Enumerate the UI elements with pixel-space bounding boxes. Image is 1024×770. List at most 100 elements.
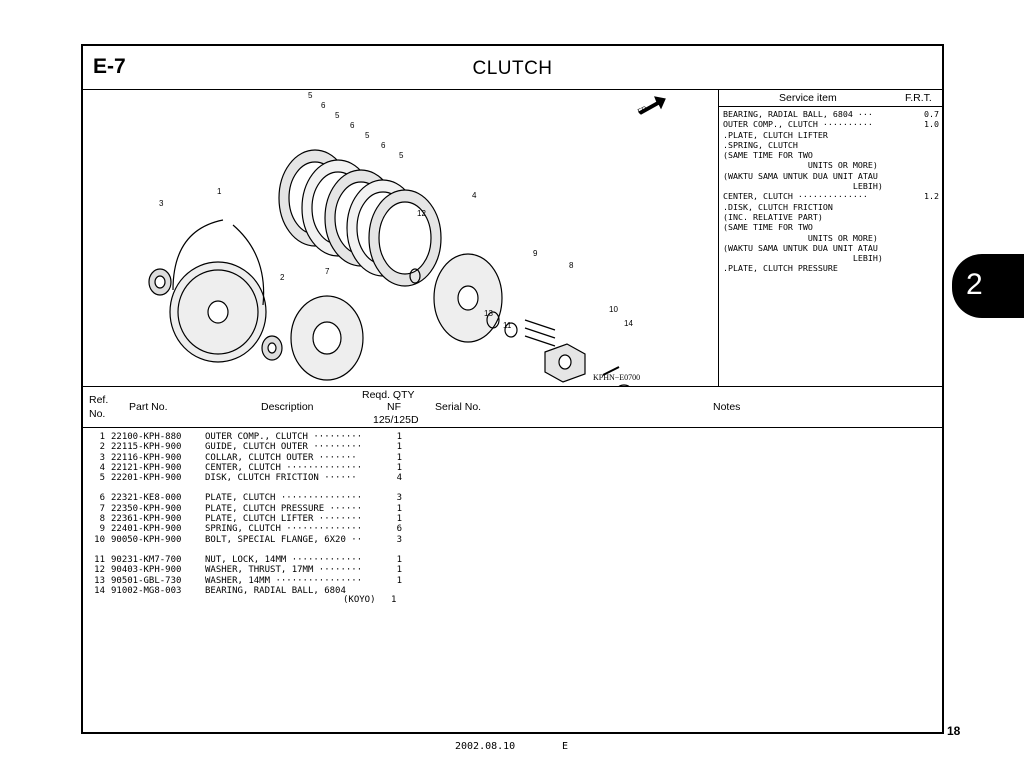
description-cell: WASHER, THRUST, 17MM ········ xyxy=(205,565,363,576)
part-no-cell: 91002-MG8-003 xyxy=(111,585,182,596)
qty-cell: 4 xyxy=(396,473,402,484)
service-item-frt: 0.7 xyxy=(924,109,939,119)
part-no-cell: 90403-KPH-900 xyxy=(111,565,182,576)
service-item-text: .PLATE, CLUTCH LIFTER xyxy=(723,129,828,140)
ref-cell: 6 xyxy=(99,493,105,504)
service-item-text: .PLATE, CLUTCH PRESSURE xyxy=(723,263,838,274)
service-item-text: OUTER COMP., CLUTCH ·········· xyxy=(723,119,873,130)
footer-date: 2002.08.10 xyxy=(455,741,516,752)
service-item-text: (WAKTU SAMA UNTUK DUA UNIT ATAU xyxy=(723,242,878,253)
service-item-text: CENTER, CLUTCH ·············· xyxy=(723,191,868,202)
description-cell: BEARING, RADIAL BALL, 6804 xyxy=(205,585,346,596)
part-no-cell: 22100-KPH-880 xyxy=(111,432,182,442)
part-no-cell: 90501-GBL-730 xyxy=(111,575,182,586)
svg-text:8: 8 xyxy=(569,261,574,270)
service-item-row: UNITS OR MORE) xyxy=(723,233,939,243)
qty-cell: 1 xyxy=(396,514,402,525)
koyo-note: (KOYO) xyxy=(343,595,376,605)
ref-cell: 2 xyxy=(99,442,105,453)
service-item-text: (INC. RELATIVE PART) xyxy=(723,211,823,222)
part-no-cell: 22115-KPH-900 xyxy=(111,442,182,453)
ref-cell: 12 xyxy=(94,565,105,576)
ref-cell: 11 xyxy=(94,554,105,565)
svg-text:12: 12 xyxy=(417,209,426,218)
page-frame: E-7 CLUTCH xyxy=(81,44,944,734)
ref-cell: 1 xyxy=(99,432,105,442)
service-item-text: LEBIH) xyxy=(723,181,883,192)
service-item-frt: 1.2 xyxy=(924,191,939,202)
section-tab: 2 xyxy=(952,254,1024,318)
qty-cell: 3 xyxy=(396,493,402,504)
service-item-text: .DISK, CLUTCH FRICTION xyxy=(723,201,833,212)
no-header: No. xyxy=(89,408,106,420)
model-header: 125/125D xyxy=(373,414,419,426)
direction-label: FR. xyxy=(637,105,650,116)
parts-row: 1 22100-KPH-880 OUTER COMP., CLUTCH ······… xyxy=(91,432,402,442)
svg-text:10: 10 xyxy=(609,305,618,314)
page-title: CLUTCH xyxy=(472,58,553,79)
svg-text:6: 6 xyxy=(321,101,326,110)
svg-text:14: 14 xyxy=(624,319,633,328)
description-cell: PLATE, CLUTCH LIFTER ········ xyxy=(205,514,363,525)
service-item-row: (WAKTU SAMA UNTUK DUA UNIT ATAU xyxy=(723,243,939,253)
svg-text:6: 6 xyxy=(381,141,386,150)
svg-text:7: 7 xyxy=(325,267,330,276)
service-item-row: LEBIH) xyxy=(723,253,939,263)
parts-table-header: Ref. No. Part No. Description Reqd. QTY … xyxy=(83,386,942,428)
ref-header: Ref. xyxy=(89,394,109,406)
part-no-cell: 22116-KPH-900 xyxy=(111,452,182,463)
description-cell: PLATE, CLUTCH PRESSURE ······ xyxy=(205,503,363,514)
svg-text:11: 11 xyxy=(503,321,512,330)
parts-row: 2 22115-KPH-900 GUIDE, CLUTCH OUTER ······… xyxy=(91,442,402,452)
qty-cell: 1 xyxy=(396,565,402,576)
service-item-row: .SPRING, CLUTCH xyxy=(723,140,939,150)
svg-text:5: 5 xyxy=(335,111,340,120)
svg-text:2: 2 xyxy=(280,273,285,282)
svg-text:13: 13 xyxy=(484,309,493,318)
description-cell: GUIDE, CLUTCH OUTER ········· xyxy=(205,442,363,453)
footer-edition: E xyxy=(562,741,569,752)
part-no-cell: 22321-KE8-000 xyxy=(111,493,182,504)
description-cell: OUTER COMP., CLUTCH ········· xyxy=(205,432,363,442)
section-code: E-7 xyxy=(93,55,126,78)
description-cell: COLLAR, CLUTCH OUTER ······· xyxy=(205,452,357,463)
svg-text:6: 6 xyxy=(350,121,355,130)
service-item-row: UNITS OR MORE) xyxy=(723,160,939,170)
qty-cell: 6 xyxy=(396,524,402,535)
description-cell: CENTER, CLUTCH ·············· xyxy=(205,462,363,473)
service-item-frt: 1.0 xyxy=(924,119,939,130)
service-item-text: UNITS OR MORE) xyxy=(723,232,878,243)
service-item-text: .SPRING, CLUTCH xyxy=(723,139,798,150)
service-item-row: .PLATE, CLUTCH LIFTER xyxy=(723,130,939,140)
serial-no-header: Serial No. xyxy=(435,401,482,413)
qty-cell: 3 xyxy=(396,534,402,545)
qty-cell: 1 xyxy=(396,432,402,442)
description-cell: DISK, CLUTCH FRICTION ······ xyxy=(205,473,357,484)
figure-code: KPHN−E0700 xyxy=(593,373,640,382)
service-divider xyxy=(719,106,942,107)
qty-cell: 1 xyxy=(396,442,402,453)
service-item-table: Service item F.R.T. BEARING, RADIAL BALL… xyxy=(719,90,942,386)
qty-cell: 1 xyxy=(396,575,402,586)
service-item-row: (SAME TIME FOR TWO xyxy=(723,222,939,232)
part-no-cell: 22121-KPH-900 xyxy=(111,462,182,473)
ref-cell: 10 xyxy=(94,534,105,545)
service-item-text: BEARING, RADIAL BALL, 6804 ··· xyxy=(723,109,873,119)
part-no-cell: 22361-KPH-900 xyxy=(111,514,182,525)
ref-cell: 5 xyxy=(99,473,105,484)
section-tab-number: 2 xyxy=(966,268,983,301)
service-item-row: LEBIH) xyxy=(723,181,939,191)
parts-list: 1 22100-KPH-880 OUTER COMP., CLUTCH ······… xyxy=(91,432,402,596)
description-cell: NUT, LOCK, 14MM ············· xyxy=(205,554,363,565)
